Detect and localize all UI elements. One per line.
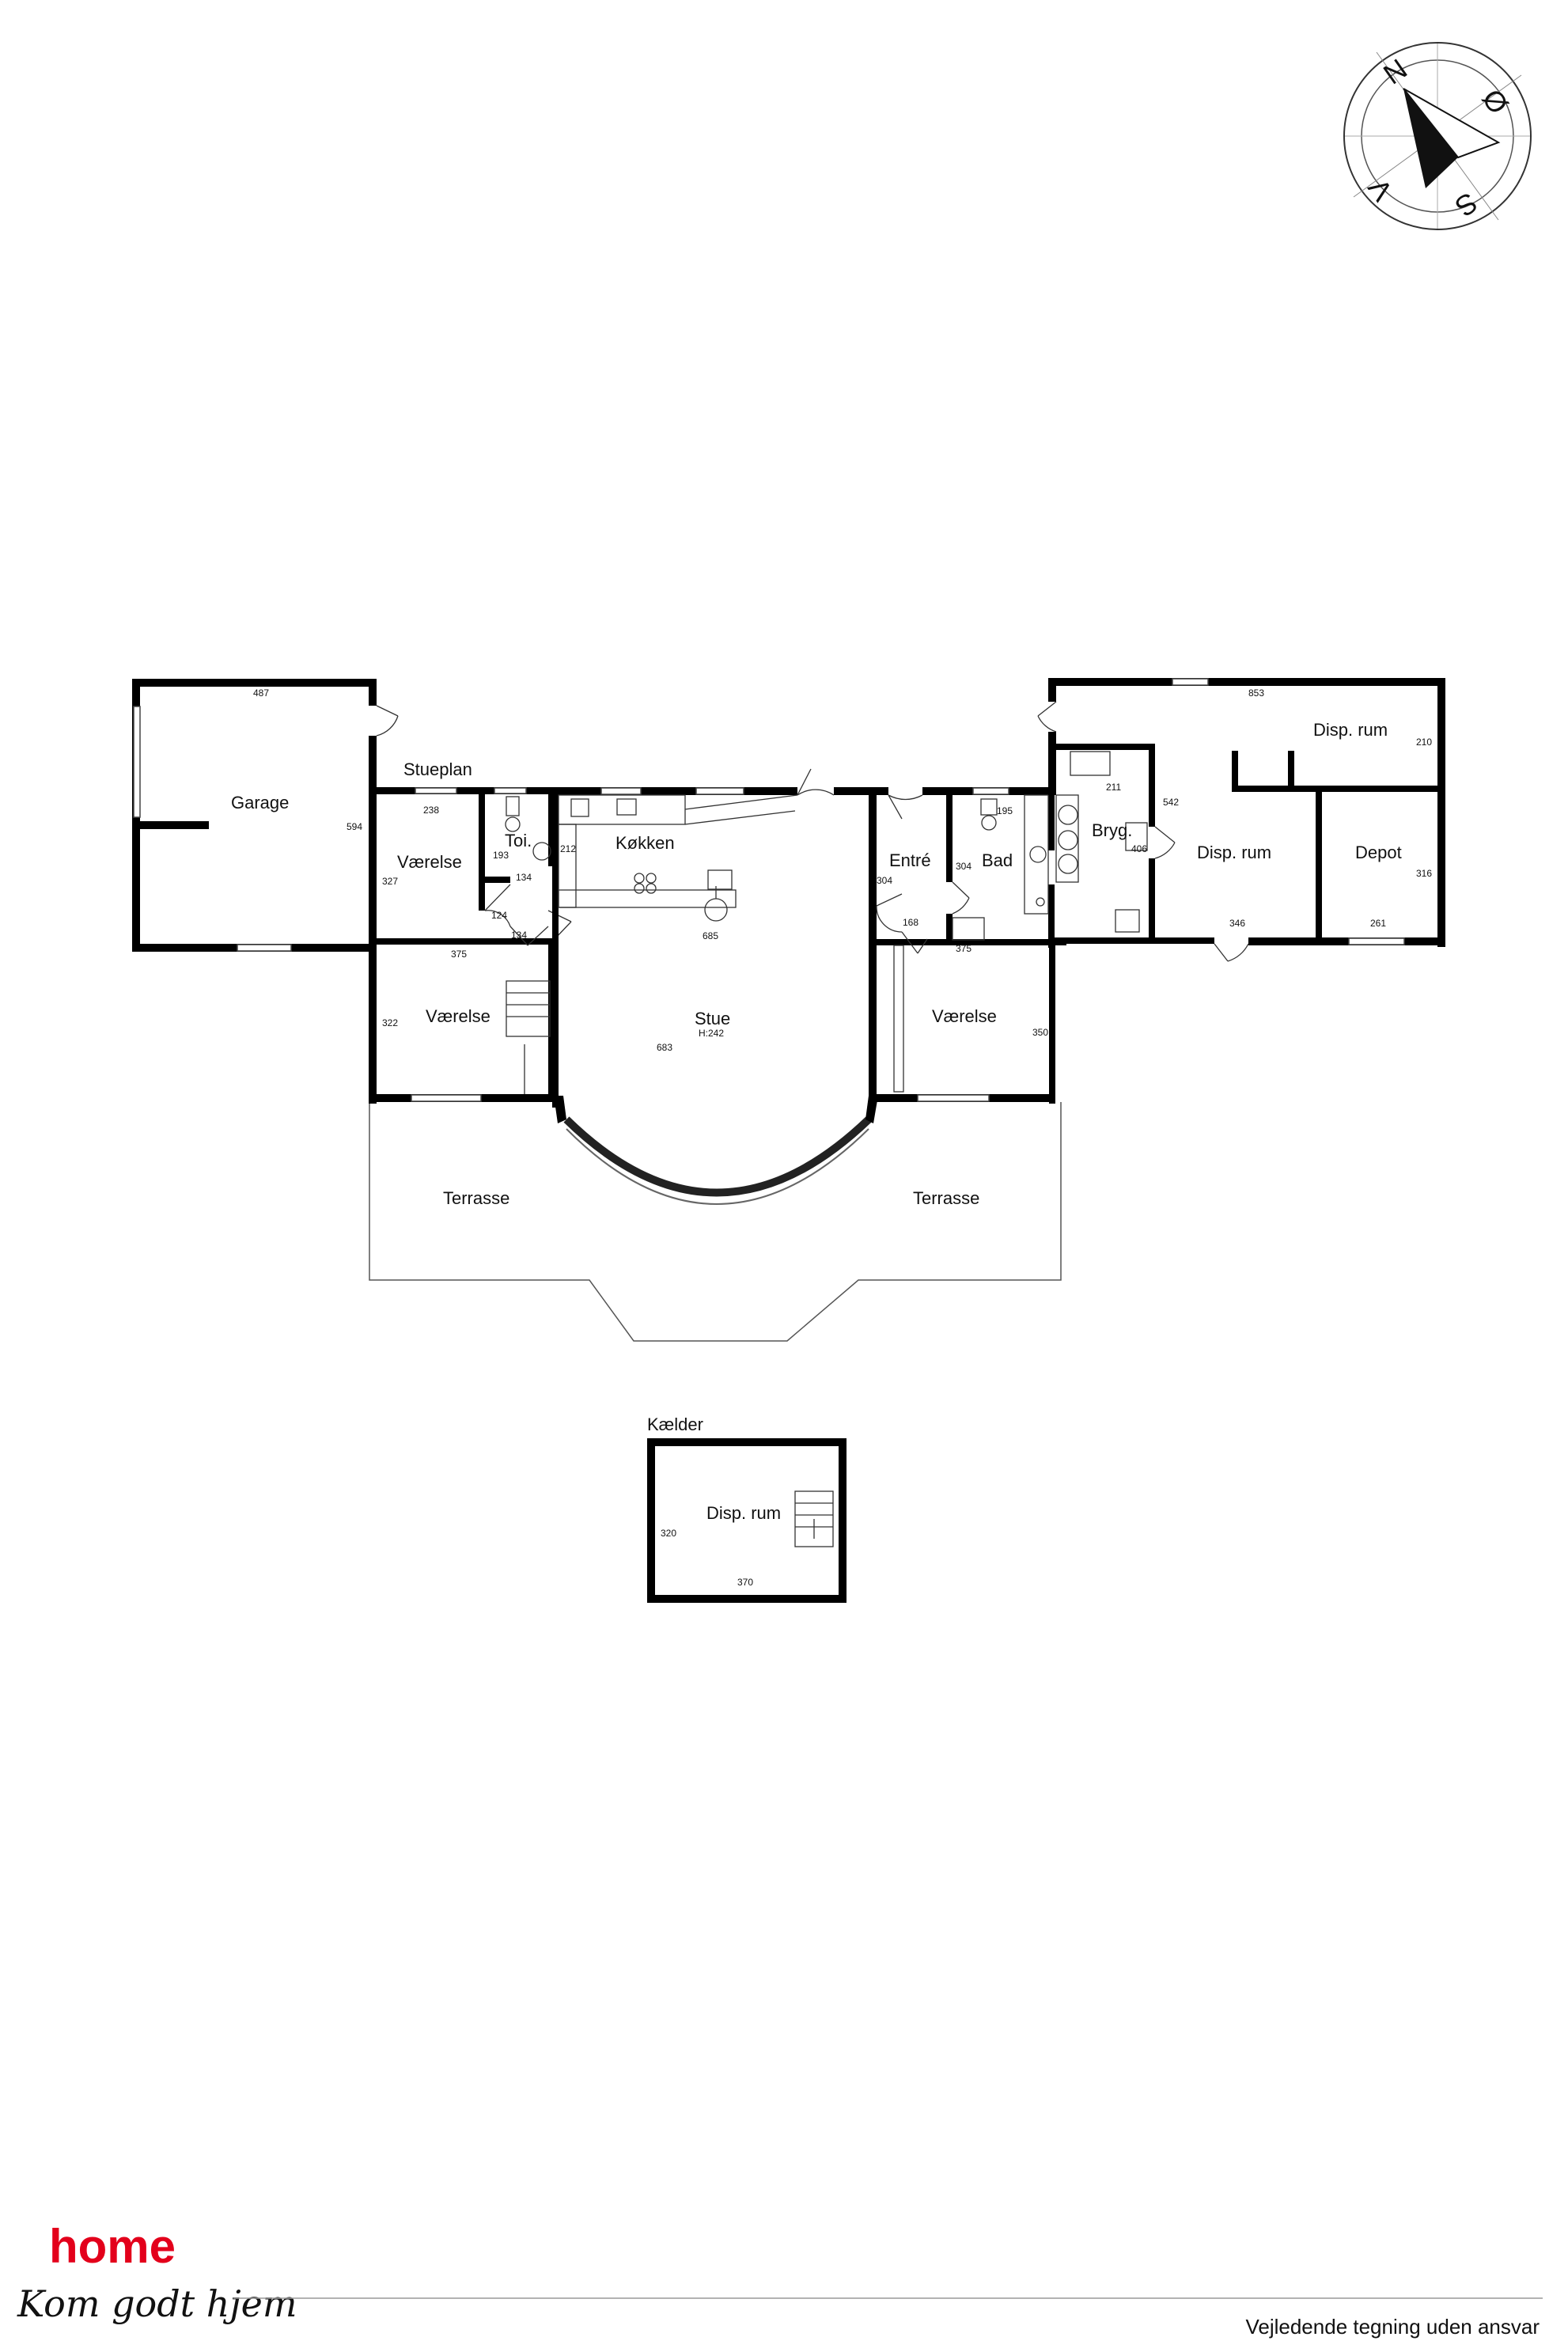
floor-labels: Stueplan Kælder: [403, 759, 703, 1434]
room-label-disp-rum-north: Disp. rum: [1313, 720, 1388, 740]
logo-text: home: [49, 2220, 176, 2273]
dimension-label: 322: [382, 1017, 398, 1028]
dimension-label: 134: [511, 930, 527, 941]
dimension-label: 406: [1131, 843, 1147, 854]
room-label-disp-rum-basement: Disp. rum: [706, 1503, 781, 1523]
room-label-vaerelse-se: Værelse: [932, 1006, 997, 1026]
dimension-labels: 487 594 238 327 193 212 134 124 134 375 …: [253, 687, 1432, 1588]
basement-label: Kælder: [647, 1415, 703, 1434]
dimension-label: 304: [877, 875, 892, 886]
dimension-label: 685: [703, 930, 718, 941]
dimension-label: 124: [491, 910, 507, 921]
dimension-label: 853: [1248, 687, 1264, 699]
room-label-terrasse-east: Terrasse: [913, 1188, 979, 1208]
dimension-label: 487: [253, 687, 269, 699]
dimension-label: 195: [997, 805, 1013, 816]
compass-north: N: [1377, 52, 1413, 90]
dimension-label: 375: [956, 943, 971, 954]
dimension-label: 542: [1163, 797, 1179, 808]
brand-logo: home Kom godt hjem: [17, 2220, 297, 2325]
compass: N Ø S V: [1343, 42, 1532, 230]
dimension-label: 316: [1416, 868, 1432, 879]
footer-disclaimer: Vejledende tegning uden ansvar: [1245, 2315, 1540, 2339]
room-label-garage: Garage: [231, 793, 289, 812]
dimension-label: 350: [1032, 1027, 1048, 1038]
dimension-label: 594: [347, 821, 362, 832]
room-label-depot: Depot: [1355, 843, 1402, 862]
dimension-label: 193: [493, 850, 509, 861]
garage-walls: [132, 679, 399, 1104]
basement-walls: [647, 1438, 846, 1603]
center-walls: [552, 768, 878, 1205]
dimension-label: 683: [657, 1042, 672, 1053]
room-label-bryggers: Bryg.: [1092, 820, 1132, 840]
east-center-walls: [875, 787, 1066, 1104]
ground-floor-label: Stueplan: [403, 759, 472, 779]
west-block-walls: [369, 787, 572, 1104]
dimension-label: 261: [1370, 918, 1386, 929]
room-labels: Garage Værelse Toi. Køkken Entré Bad Bry…: [231, 720, 1402, 1523]
dimension-label: 375: [451, 949, 467, 960]
room-label-vaerelse-nw: Værelse: [397, 852, 462, 872]
dimension-label: 212: [560, 843, 576, 854]
east-block-walls: [1037, 678, 1445, 962]
dimension-label: 320: [661, 1528, 676, 1539]
dimension-label: 211: [1106, 782, 1121, 793]
dimension-label: 370: [737, 1577, 753, 1588]
dimension-label: 210: [1416, 737, 1432, 748]
logo-tagline: Kom godt hjem: [17, 2282, 297, 2325]
stue-height-label: H:242: [699, 1028, 724, 1039]
room-label-stue: Stue: [695, 1009, 730, 1028]
dimension-label: 304: [956, 861, 971, 872]
room-label-toilet: Toi.: [505, 831, 532, 850]
dimension-label: 238: [423, 805, 439, 816]
dimension-label: 168: [903, 917, 918, 928]
room-label-kokken: Køkken: [615, 833, 675, 853]
dimension-label: 346: [1229, 918, 1245, 929]
room-label-bad: Bad: [982, 850, 1013, 870]
dimension-label: 327: [382, 876, 398, 887]
dimension-label: 134: [516, 872, 532, 883]
room-label-entre: Entré: [889, 850, 931, 870]
room-label-terrasse-west: Terrasse: [443, 1188, 509, 1208]
room-label-vaerelse-sw: Værelse: [426, 1006, 490, 1026]
terrace-outline: [369, 1102, 1062, 1342]
compass-east: Ø: [1475, 83, 1515, 119]
room-label-disp-rum-east: Disp. rum: [1197, 843, 1271, 862]
